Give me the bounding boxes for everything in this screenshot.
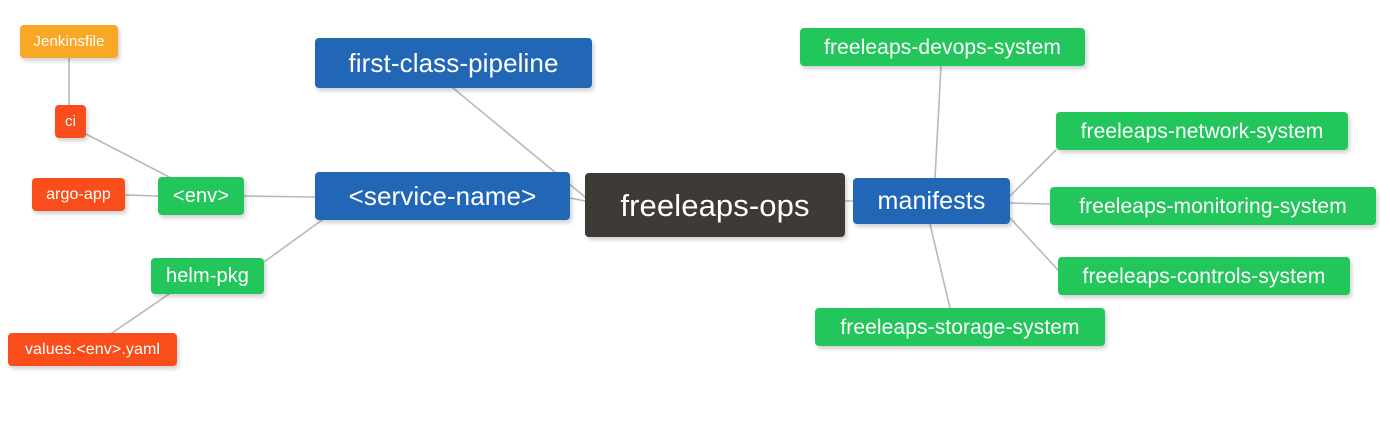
node-first-class-pipeline[interactable]: first-class-pipeline bbox=[315, 38, 592, 88]
edge-manifests-to-freeleaps-storage-system bbox=[929, 223, 951, 309]
node-label: ci bbox=[64, 113, 77, 130]
node-argo-app[interactable]: argo-app bbox=[32, 178, 125, 211]
node-env[interactable]: <env> bbox=[158, 177, 244, 215]
node-helm-pkg[interactable]: helm-pkg bbox=[151, 258, 264, 294]
node-label: argo-app bbox=[46, 185, 111, 203]
node-freeleaps-monitoring-system[interactable]: freeleaps-monitoring-system bbox=[1050, 187, 1376, 225]
node-freeleaps-network-system[interactable]: freeleaps-network-system bbox=[1056, 112, 1348, 150]
node-values-env-yaml[interactable]: values.<env>.yaml bbox=[8, 333, 177, 366]
edge-manifests-to-freeleaps-network-system bbox=[1009, 149, 1057, 197]
node-label: first-class-pipeline bbox=[348, 48, 559, 78]
node-label: Jenkinsfile bbox=[33, 33, 105, 50]
node-ci[interactable]: ci bbox=[55, 105, 86, 138]
edge-service-name-to-helm-pkg bbox=[263, 219, 323, 263]
node-label: <service-name> bbox=[348, 181, 537, 211]
edge-helm-pkg-to-values-env-yaml bbox=[111, 291, 173, 334]
node-label: freeleaps-controls-system bbox=[1082, 264, 1326, 288]
edge-service-name-to-env bbox=[243, 195, 316, 198]
edge-manifests-to-freeleaps-monitoring-system bbox=[1009, 202, 1051, 205]
node-label: manifests bbox=[877, 186, 986, 215]
edge-env-to-argo-app bbox=[124, 194, 159, 197]
node-label: freeleaps-devops-system bbox=[824, 35, 1061, 59]
node-label: <env> bbox=[172, 185, 230, 207]
node-label: freeleaps-ops bbox=[620, 187, 810, 223]
edge-manifests-to-freeleaps-devops-system bbox=[934, 65, 942, 179]
node-service-name[interactable]: <service-name> bbox=[315, 172, 570, 220]
node-jenkinsfile[interactable]: Jenkinsfile bbox=[20, 25, 118, 58]
edge-freeleaps-ops-to-service-name bbox=[569, 197, 586, 202]
edge-env-to-ci bbox=[85, 133, 176, 181]
node-label: values.<env>.yaml bbox=[24, 340, 161, 358]
node-manifests[interactable]: manifests bbox=[853, 178, 1010, 224]
node-freeleaps-ops[interactable]: freeleaps-ops bbox=[585, 173, 845, 237]
node-label: freeleaps-monitoring-system bbox=[1079, 194, 1347, 218]
node-label: freeleaps-storage-system bbox=[840, 315, 1080, 339]
node-freeleaps-devops-system[interactable]: freeleaps-devops-system bbox=[800, 28, 1085, 66]
node-freeleaps-controls-system[interactable]: freeleaps-controls-system bbox=[1058, 257, 1350, 295]
edge-manifests-to-freeleaps-controls-system bbox=[1009, 217, 1059, 271]
node-freeleaps-storage-system[interactable]: freeleaps-storage-system bbox=[815, 308, 1105, 346]
node-label: freeleaps-network-system bbox=[1080, 119, 1324, 143]
node-label: helm-pkg bbox=[165, 265, 250, 287]
